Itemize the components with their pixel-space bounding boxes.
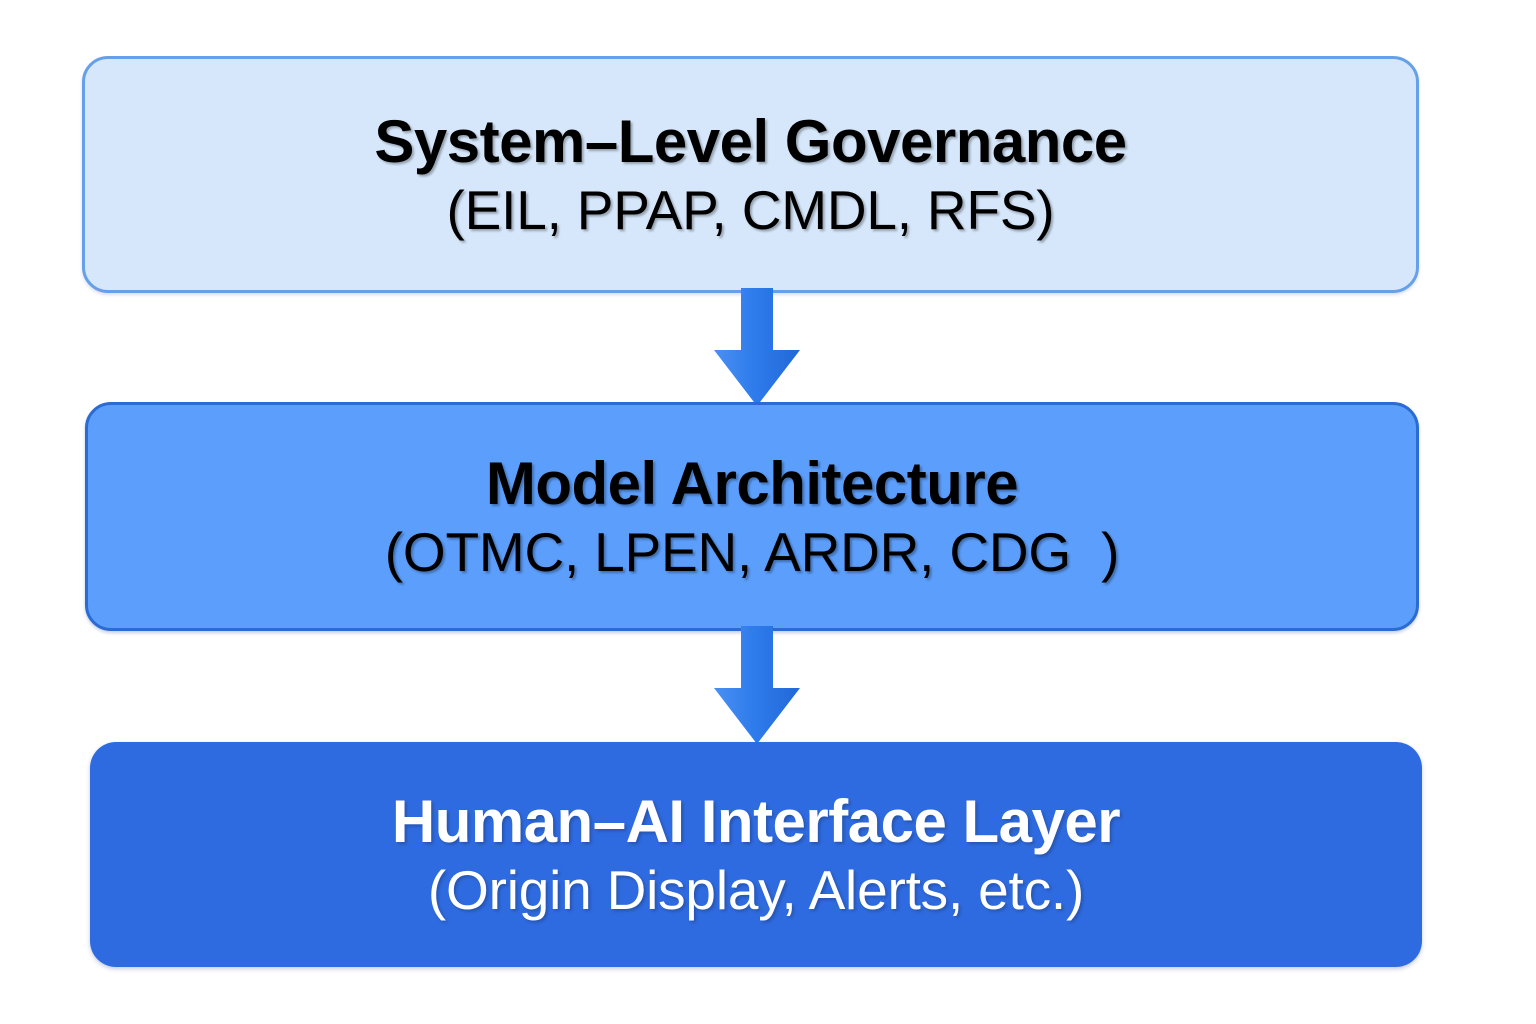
layer-subtitle-human-ai-interface-layer: (Origin Display, Alerts, etc.) [427,858,1085,921]
layer-title-model-architecture: Model Architecture [485,449,1019,517]
layer-title-human-ai-interface-layer: Human–AI Interface Layer [391,787,1121,855]
layer-subtitle-system-level-governance: (EIL, PPAP, CMDL, RFS) [446,178,1055,241]
layer-title-system-level-governance: System–Level Governance [374,107,1127,175]
layer-box-system-level-governance[interactable]: System–Level Governance (EIL, PPAP, CMDL… [82,56,1419,293]
layer-box-model-architecture[interactable]: Model Architecture (OTMC, LPEN, ARDR, CD… [85,402,1419,631]
down-arrow-icon-governance-to-model [714,288,800,406]
down-arrow-icon-model-to-interface [714,626,800,744]
layer-subtitle-model-architecture: (OTMC, LPEN, ARDR, CDG ) [384,520,1120,583]
layer-box-human-ai-interface-layer[interactable]: Human–AI Interface Layer (Origin Display… [90,742,1422,967]
